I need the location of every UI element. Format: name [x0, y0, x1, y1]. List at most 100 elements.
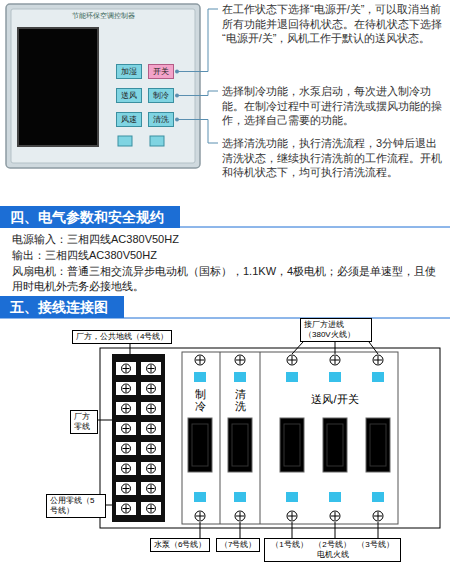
spec-text: 电源输入：三相四线AC380V50HZ — [12, 232, 442, 247]
relay-indicator — [286, 372, 298, 382]
relay-indicator — [194, 372, 206, 382]
leader-line — [292, 342, 303, 354]
relay-terminal — [240, 356, 241, 364]
leader-line — [292, 522, 293, 538]
relay-divider — [260, 352, 261, 524]
relay-terminal — [335, 512, 336, 520]
relay-body — [188, 418, 212, 472]
leader-line — [176, 120, 218, 144]
power-button: 开关 — [148, 64, 174, 79]
relay-indicator — [234, 372, 246, 382]
leader-line — [200, 522, 201, 538]
leader-line — [369, 342, 378, 354]
panel-button: 风速 — [116, 112, 142, 127]
relay-terminal — [292, 512, 293, 520]
relay-indicator — [372, 372, 384, 382]
terminal-cell — [116, 482, 136, 495]
terminal-screw — [151, 425, 152, 432]
terminal-screw — [122, 404, 131, 413]
terminal-screw — [147, 404, 156, 413]
callout-text: 水泵（6号线） — [154, 540, 206, 550]
terminal-screw — [126, 465, 127, 472]
terminal-screw — [126, 445, 127, 452]
terminal-screw — [147, 484, 156, 493]
callout-text: 公用零线（5号线） — [50, 496, 102, 516]
spec-text: 风扇电机：普通三相交流异步电动机（国标），1.1KW，4极电机；必须是单速型，且… — [12, 264, 442, 294]
callout-box: 厂方，公共地线（4号线） — [72, 330, 172, 344]
relay-area — [182, 352, 398, 524]
relay-terminal — [235, 511, 245, 521]
terminal-screw — [151, 465, 152, 472]
terminal-screw — [147, 364, 156, 373]
relay-terminal — [287, 511, 297, 521]
section-header: 四、电气参数和安全规约 — [0, 206, 180, 228]
repeated-parts — [116, 355, 390, 521]
terminal-screw — [126, 405, 127, 412]
relay-label: 清洗 — [235, 388, 246, 412]
terminal-cell — [141, 462, 161, 475]
terminal-screw — [122, 484, 131, 493]
terminal-screw — [122, 384, 131, 393]
relay-terminal — [200, 356, 201, 364]
button-label: 清洗 — [153, 114, 169, 125]
terminal-cell — [141, 362, 161, 375]
panel-button: 送风 — [116, 88, 142, 103]
callout-box: （1号线）（2号线）（3号线）电机火线 — [264, 538, 401, 562]
terminal-cell — [141, 422, 161, 435]
relay-indicator — [286, 492, 298, 502]
callout-text: 厂方，公共地线（4号线） — [76, 332, 168, 342]
panel-button — [150, 136, 164, 146]
terminal-cell — [116, 462, 136, 475]
relay-terminal — [200, 512, 201, 520]
terminal-screw — [151, 445, 152, 452]
relay-terminal — [330, 511, 340, 521]
relay-terminal — [378, 512, 379, 520]
callout-box: 公用零线（5号线） — [46, 494, 106, 518]
terminal-block — [112, 354, 165, 522]
control-panel: 节能环保空调控制器加湿开关送风制冷风速清洗 — [6, 4, 200, 168]
callout-text: （2号线） — [311, 540, 354, 550]
leader-dot — [175, 94, 179, 98]
terminal-cell — [141, 482, 161, 495]
callout-text: 厂方零线 — [74, 412, 94, 432]
header-text: 五、接线连接图 — [10, 298, 108, 316]
terminal-screw — [147, 504, 156, 513]
panel-face — [11, 9, 195, 163]
terminal-screw — [126, 485, 127, 492]
terminal-cell — [116, 382, 136, 395]
button-label: 开关 — [153, 66, 169, 77]
terminal-screw — [126, 365, 127, 372]
relay-terminal — [373, 355, 383, 365]
relay-terminal — [335, 356, 336, 364]
relay-body — [232, 424, 248, 466]
relay-terminal — [287, 355, 297, 365]
lcd-screen — [18, 28, 98, 146]
leader-line — [240, 522, 241, 538]
terminal-cell — [141, 382, 161, 395]
leader-line — [335, 342, 336, 354]
terminal-cell — [116, 402, 136, 415]
relay-terminal — [373, 511, 383, 521]
relay-indicator — [329, 492, 341, 502]
relay-indicator — [194, 492, 206, 502]
relay-body — [228, 418, 252, 472]
relay-terminal — [330, 355, 340, 365]
panel-button — [118, 136, 132, 146]
terminal-screw — [147, 424, 156, 433]
callout-text: 电机火线 — [268, 550, 397, 560]
description-text: 在工作状态下选择“电源开/关”，可以取消当前所有功能并退回待机状态。在待机状态下… — [222, 2, 446, 46]
panel-housing — [6, 4, 200, 168]
button-label: 送风 — [121, 90, 137, 101]
terminal-cell — [141, 402, 161, 415]
terminal-screw — [122, 504, 131, 513]
terminal-cell — [116, 502, 136, 515]
relay-terminal — [195, 511, 205, 521]
description-text: 选择制冷功能，水泵启动，每次进入制冷功能。在制冷过程中可进行清洗或摆风功能的操作… — [222, 84, 446, 128]
spec-text: 输出：三相四线AC380V50HZ — [12, 248, 442, 263]
relay-terminal — [195, 355, 205, 365]
relay-terminal — [292, 356, 293, 364]
relay-indicator — [372, 492, 384, 502]
relay-label: 送风/开关 — [311, 392, 358, 407]
panel-button: 清洗 — [148, 112, 174, 127]
